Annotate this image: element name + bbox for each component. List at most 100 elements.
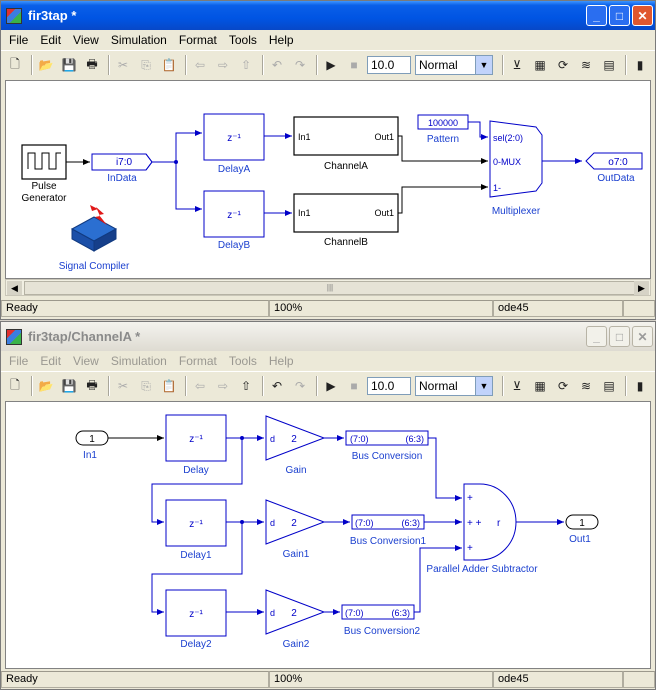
back-arrow-icon[interactable]: ⇦ (194, 379, 206, 393)
start-simulation-icon[interactable]: ▶ (326, 58, 336, 72)
refresh-icon[interactable]: ⟳ (557, 379, 569, 393)
menu-view[interactable]: View (73, 353, 99, 368)
close-button[interactable]: ✕ (632, 5, 653, 26)
model-explorer-icon[interactable]: ▤ (603, 379, 615, 393)
delay-block[interactable] (165, 414, 227, 462)
undo-icon[interactable]: ↶ (271, 58, 283, 72)
indata-label: InData (107, 173, 137, 184)
delayA-block[interactable] (203, 113, 265, 161)
menu-simulation[interactable]: Simulation (110, 353, 167, 368)
model-explorer-icon[interactable]: ▤ (603, 58, 615, 72)
scroll-right-icon[interactable]: ▶ (634, 281, 649, 295)
out1-port[interactable] (565, 514, 599, 530)
menu-help[interactable]: Help (268, 32, 294, 47)
menu-tools[interactable]: Tools (228, 353, 257, 368)
menu-edit[interactable]: Edit (40, 32, 62, 47)
save-icon[interactable]: 💾 (61, 379, 77, 393)
scroll-left-icon[interactable]: ◀ (7, 281, 22, 295)
build-icon[interactable]: ▦ (534, 58, 546, 72)
title-bar[interactable]: fir3tap * _ □ ✕ (1, 1, 655, 30)
delay2-block[interactable] (165, 589, 227, 637)
pulse-generator-block[interactable] (21, 144, 67, 180)
up-arrow-icon[interactable]: ⇧ (240, 379, 252, 393)
menu-edit[interactable]: Edit (40, 353, 62, 368)
copy-icon[interactable]: ⎘ (141, 57, 151, 72)
signal-line[interactable] (152, 130, 202, 163)
library-browser-icon[interactable]: ≋ (580, 58, 592, 72)
update-diagram-icon[interactable]: ⊻ (512, 58, 522, 72)
cut-icon[interactable]: ✂ (117, 58, 129, 72)
chevron-down-icon[interactable]: ▼ (475, 377, 492, 395)
delayB-block[interactable] (203, 190, 265, 238)
forward-arrow-icon[interactable]: ⇨ (217, 58, 229, 72)
signal-line[interactable] (428, 437, 462, 501)
minimize-button[interactable]: _ (586, 326, 607, 347)
menu-file[interactable]: File (9, 353, 29, 368)
menu-help[interactable]: Help (268, 353, 294, 368)
signal-line[interactable] (151, 438, 243, 525)
signal-compiler-label: Signal Compiler (59, 261, 130, 272)
stop-time-input[interactable]: 10.0 (367, 377, 411, 395)
simulation-mode-select[interactable]: Normal▼ (415, 55, 493, 75)
build-icon[interactable]: ▦ (534, 379, 546, 393)
channelA-subsystem[interactable] (293, 116, 399, 156)
maximize-button[interactable]: □ (609, 5, 630, 26)
outdata-port-block[interactable] (585, 152, 643, 170)
save-icon[interactable]: 💾 (61, 58, 77, 72)
menu-tools[interactable]: Tools (228, 32, 257, 47)
minimize-button[interactable]: _ (586, 5, 607, 26)
library-browser-icon[interactable]: ≋ (580, 379, 592, 393)
gain2-block[interactable] (265, 589, 326, 635)
new-model-icon[interactable]: 🗋 (10, 377, 20, 392)
diagram-canvas[interactable]: 1 In1 z⁻¹ Delay z⁻¹ Delay1 z⁻¹ Delay2 (5, 401, 651, 669)
gain1-block[interactable] (265, 499, 326, 545)
menu-view[interactable]: View (73, 32, 99, 47)
up-arrow-icon[interactable]: ⇧ (240, 58, 252, 72)
signal-line[interactable] (468, 121, 488, 140)
stop-simulation-icon[interactable]: ■ (350, 58, 358, 72)
stop-time-input[interactable]: 10.0 (367, 56, 411, 74)
print-icon[interactable]: 🖶 (86, 56, 98, 71)
chevron-down-icon[interactable]: ▼ (475, 56, 492, 74)
parallel-adder-subtractor-block[interactable] (463, 483, 517, 561)
cut-icon[interactable]: ✂ (117, 379, 129, 393)
new-model-icon[interactable]: 🗋 (10, 56, 20, 71)
signal-line[interactable] (398, 135, 488, 164)
signal-line[interactable] (414, 545, 462, 613)
redo-icon[interactable]: ↷ (294, 379, 306, 393)
signal-line[interactable] (175, 162, 202, 212)
paste-icon[interactable]: 📋 (161, 58, 177, 72)
title-bar[interactable]: fir3tap/ChannelA * _ □ ✕ (1, 322, 655, 351)
multiplexer-block[interactable] (489, 120, 543, 198)
signal-line[interactable] (151, 522, 243, 615)
menu-format[interactable]: Format (178, 32, 217, 47)
signal-compiler-icon[interactable] (70, 205, 118, 252)
signal-line[interactable] (398, 184, 488, 214)
delay1-block[interactable] (165, 499, 227, 547)
undo-icon[interactable]: ↶ (271, 379, 283, 393)
copy-icon[interactable]: ⎘ (141, 378, 151, 393)
horizontal-scrollbar[interactable]: ◀ ||| ▶ (5, 279, 651, 296)
open-folder-icon[interactable]: 📂 (38, 379, 54, 393)
open-folder-icon[interactable]: 📂 (38, 58, 54, 72)
refresh-icon[interactable]: ⟳ (557, 58, 569, 72)
redo-icon[interactable]: ↷ (294, 58, 306, 72)
update-diagram-icon[interactable]: ⊻ (512, 379, 522, 393)
paste-icon[interactable]: 📋 (161, 379, 177, 393)
stop-simulation-icon[interactable]: ■ (350, 379, 358, 393)
menu-simulation[interactable]: Simulation (110, 32, 167, 47)
simulation-mode-select[interactable]: Normal▼ (415, 376, 493, 396)
forward-arrow-icon[interactable]: ⇨ (217, 379, 229, 393)
debugger-icon[interactable]: ▮ (636, 379, 644, 393)
scroll-thumb[interactable]: ||| (24, 281, 636, 295)
gain-block[interactable] (265, 415, 326, 461)
start-simulation-icon[interactable]: ▶ (326, 379, 336, 393)
maximize-button[interactable]: □ (609, 326, 630, 347)
close-button[interactable]: ✕ (632, 326, 653, 347)
menu-format[interactable]: Format (178, 353, 217, 368)
debugger-icon[interactable]: ▮ (636, 58, 644, 72)
back-arrow-icon[interactable]: ⇦ (194, 58, 206, 72)
print-icon[interactable]: 🖶 (86, 377, 98, 392)
menu-file[interactable]: File (9, 32, 29, 47)
